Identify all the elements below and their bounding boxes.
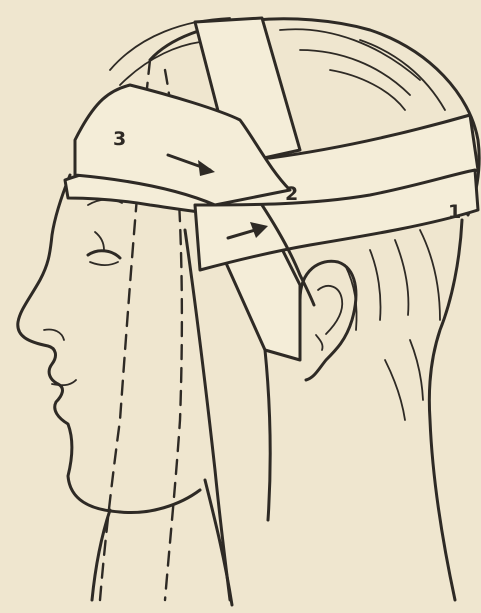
label-3: 3 [113,128,126,150]
label-1: 1 [448,201,461,223]
label-2: 2 [285,183,298,205]
